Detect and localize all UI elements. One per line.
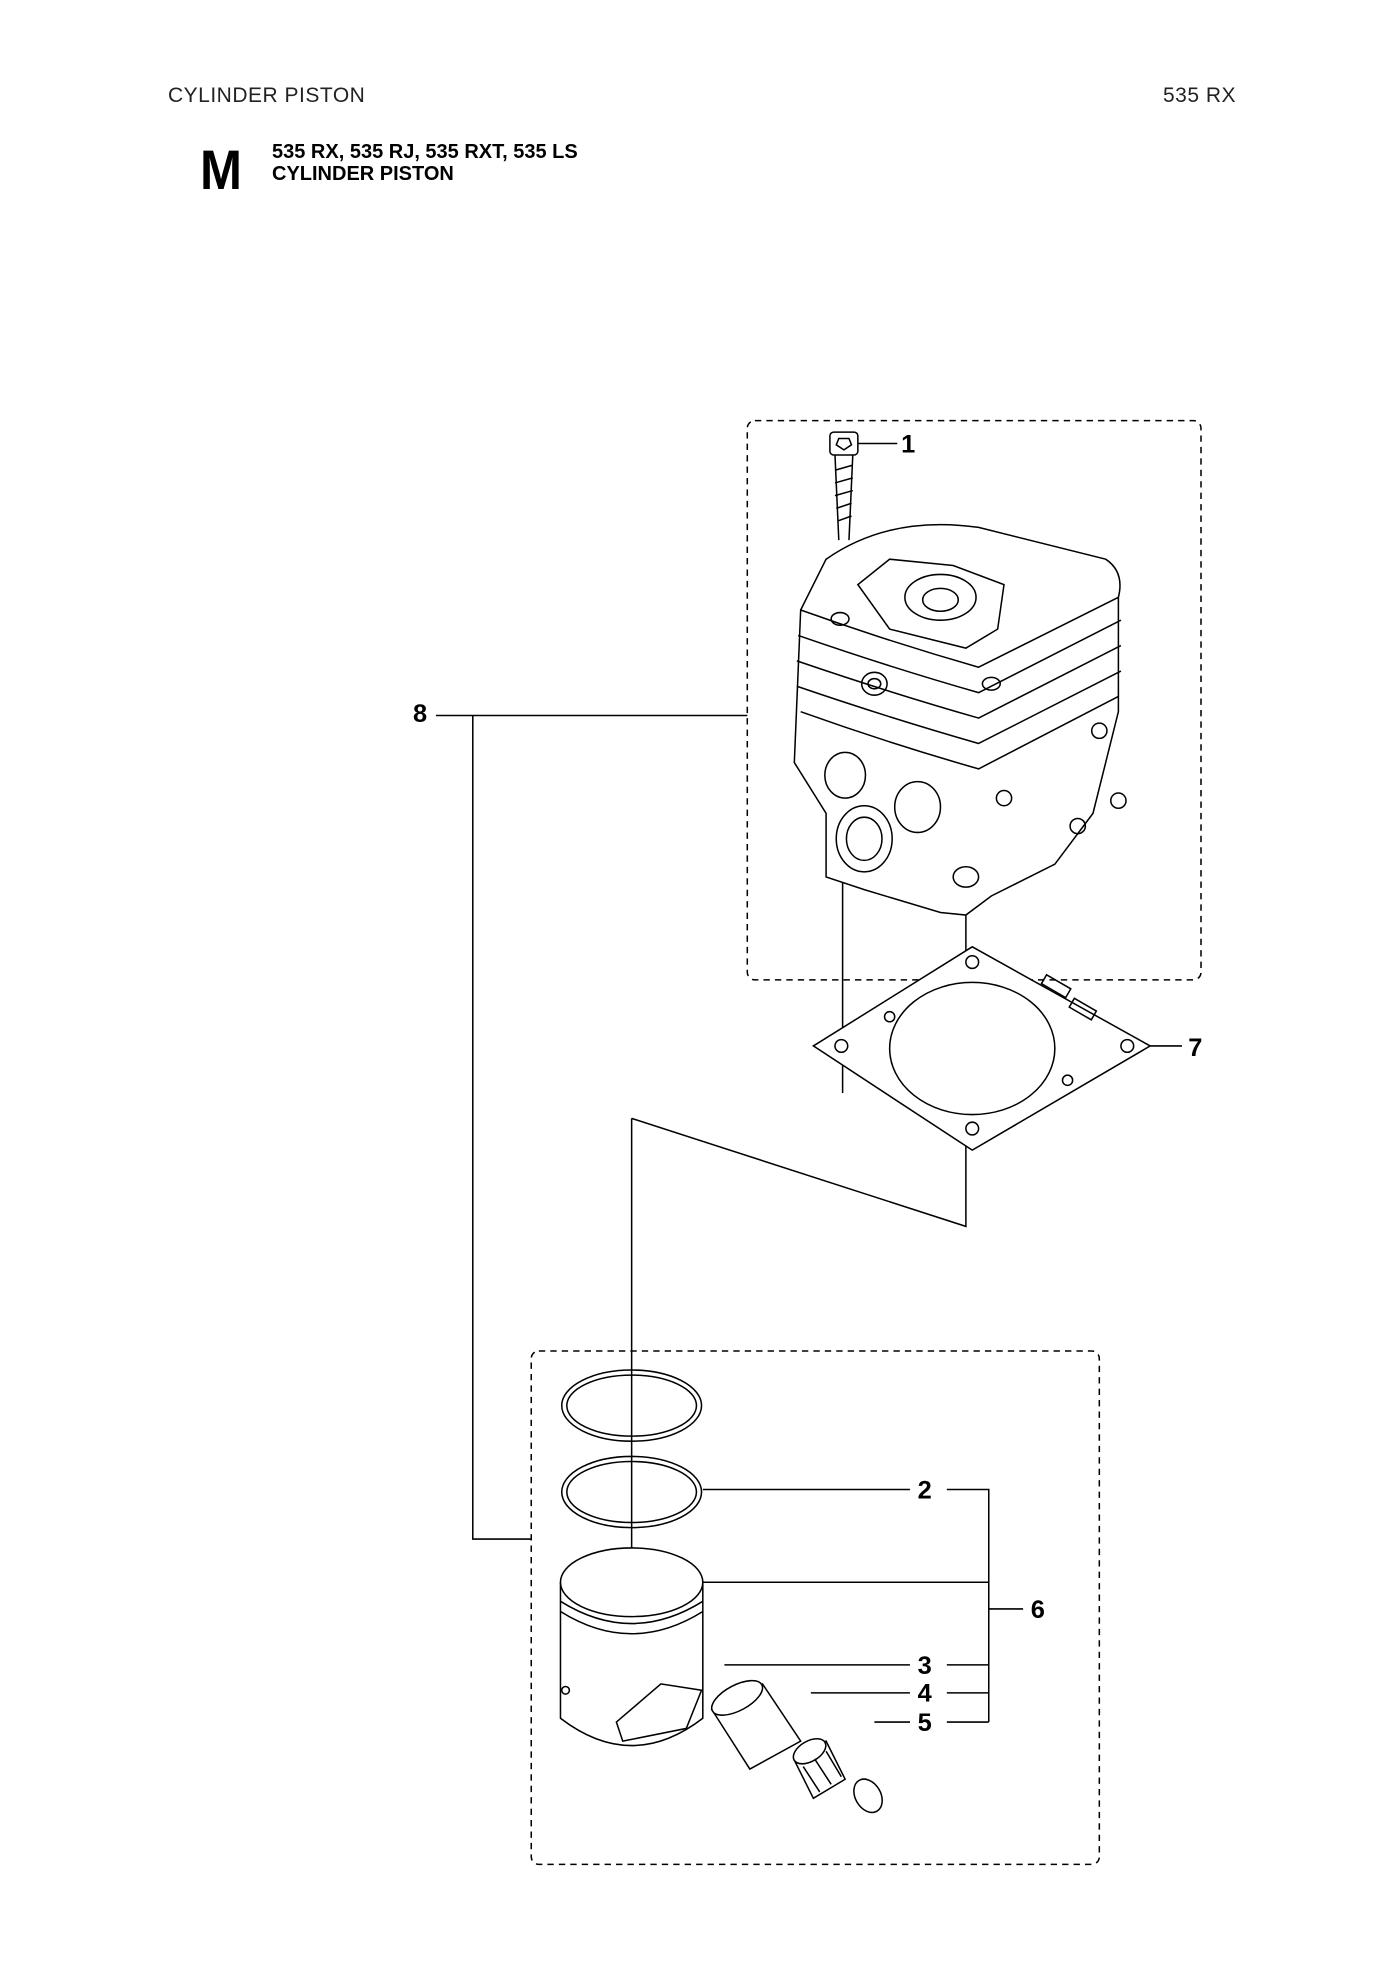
leader-8 <box>435 714 748 1540</box>
piston-pin-part-3 <box>710 1679 802 1771</box>
callout-8: 8 <box>413 700 427 728</box>
header-section-title: CYLINDER PISTON <box>168 84 366 107</box>
header-model: 535 RX <box>1163 84 1237 107</box>
callout-2: 2 <box>918 1476 932 1504</box>
callout-4: 4 <box>918 1680 932 1708</box>
piston-part <box>559 1547 704 1747</box>
piston-ring-upper <box>560 1369 703 1442</box>
model-list: 535 RX, 535 RJ, 535 RXT, 535 LS <box>272 141 578 163</box>
cylinder-part <box>793 523 1127 916</box>
screw-part-1 <box>829 431 859 541</box>
callout-1: 1 <box>901 430 915 458</box>
callout-7: 7 <box>1188 1034 1202 1062</box>
circlip-part-5 <box>853 1778 883 1814</box>
needle-bearing-part-4 <box>792 1738 847 1800</box>
piston-group-box <box>530 1350 1101 1866</box>
callout-5: 5 <box>918 1709 932 1737</box>
callout-3: 3 <box>918 1652 932 1680</box>
callout-6: 6 <box>1031 1596 1045 1624</box>
leader-2-6 <box>702 1488 1024 1723</box>
gasket-part-7 <box>811 945 1152 1152</box>
diagram-title: CYLINDER PISTON <box>272 163 454 185</box>
piston-ring-lower <box>560 1455 703 1529</box>
section-letter: M <box>200 138 242 201</box>
